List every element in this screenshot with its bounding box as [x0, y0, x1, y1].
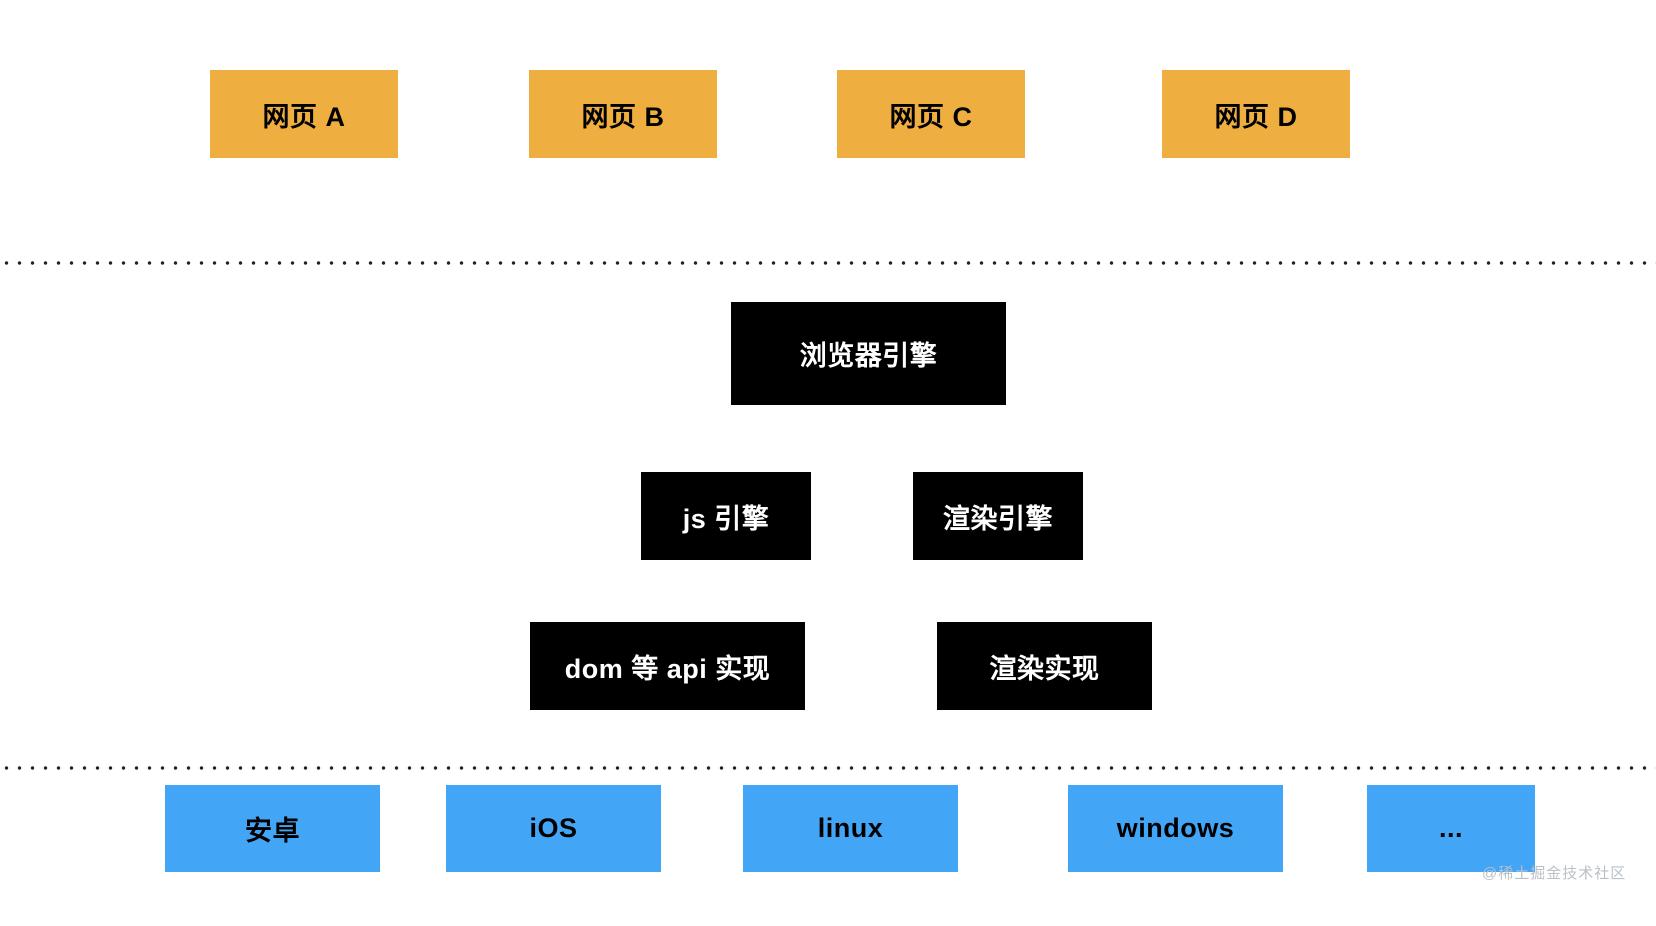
- os-box-linux: linux: [743, 785, 958, 872]
- os-box-ios: iOS: [446, 785, 661, 872]
- render-impl-box: 渲染实现: [937, 622, 1152, 710]
- js-engine-box: js 引擎: [641, 472, 811, 560]
- divider-bottom: [0, 766, 1656, 770]
- divider-top: [0, 261, 1656, 265]
- render-engine-box: 渲染引擎: [913, 472, 1083, 560]
- web-page-box-a: 网页 A: [210, 70, 398, 158]
- web-page-box-d: 网页 D: [1162, 70, 1350, 158]
- browser-engine-box: 浏览器引擎: [731, 302, 1006, 405]
- dom-api-impl-box: dom 等 api 实现: [530, 622, 805, 710]
- watermark: @稀土掘金技术社区: [1482, 865, 1627, 882]
- web-page-box-b: 网页 B: [529, 70, 717, 158]
- os-box-more: ...: [1367, 785, 1535, 872]
- web-page-box-c: 网页 C: [837, 70, 1025, 158]
- os-box-windows: windows: [1068, 785, 1283, 872]
- os-box-android: 安卓: [165, 785, 380, 872]
